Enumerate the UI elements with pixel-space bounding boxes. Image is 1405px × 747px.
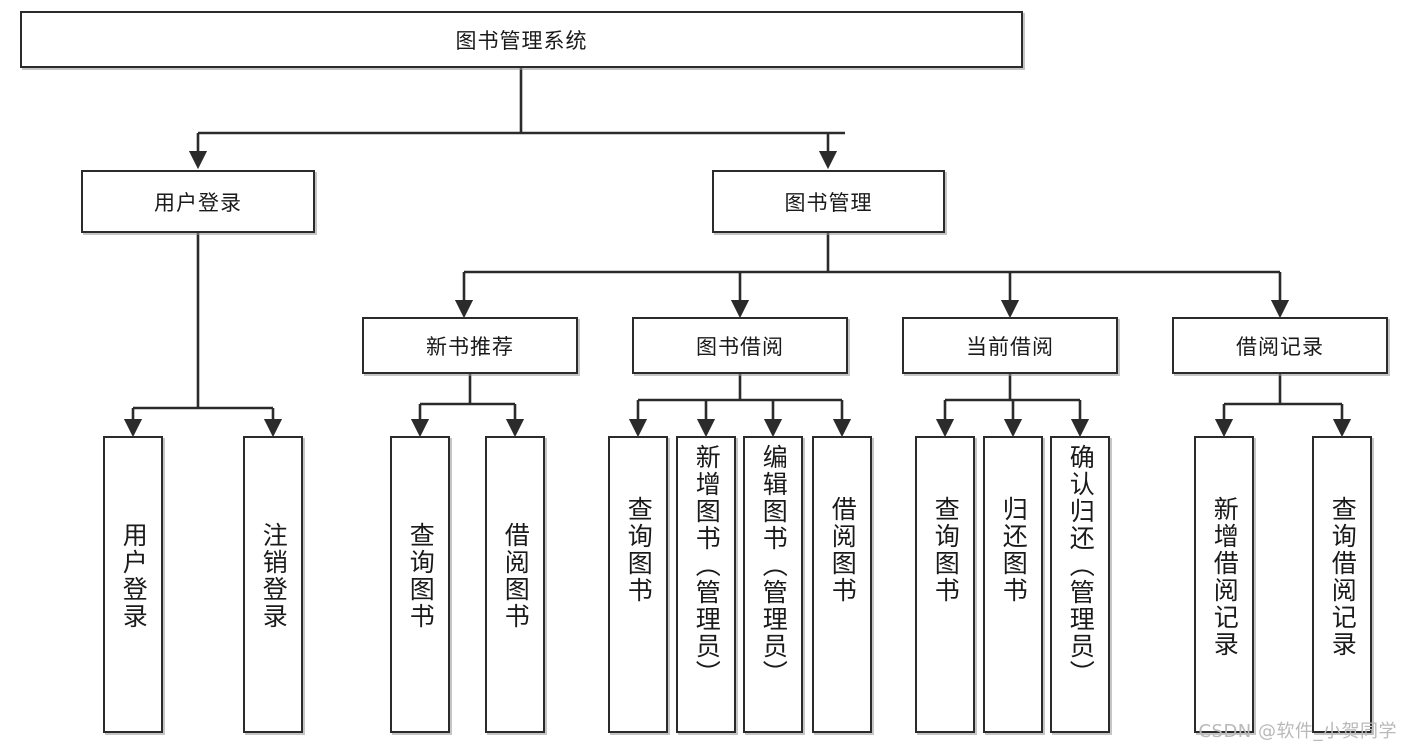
node-label: 用户登录 [154,190,242,215]
node-label: 借阅记录 [1236,334,1324,359]
leaf-borrow-add-book-admin[interactable]: 新增图书（管理员） [676,436,736,733]
node-label: 编辑图书（管理员） [759,444,789,687]
node-book-borrow[interactable]: 图书借阅 [632,317,848,374]
leaf-borrow-borrow-book[interactable]: 借阅图书 [812,436,872,733]
leaf-current-confirm-return-admin[interactable]: 确认归还（管理员） [1050,436,1110,733]
leaf-borrow-edit-book-admin[interactable]: 编辑图书（管理员） [743,436,803,733]
leaf-user-login[interactable]: 用户登录 [103,436,163,733]
node-label: 图书管理系统 [455,28,588,53]
node-user-login[interactable]: 用户登录 [81,170,315,233]
leaf-record-add-record[interactable]: 新增借阅记录 [1194,436,1254,733]
node-label: 查询图书 [931,496,961,604]
node-new-book-recommend[interactable]: 新书推荐 [362,317,578,374]
node-label: 查询借阅记录 [1328,496,1358,658]
leaf-current-query-book[interactable]: 查询图书 [915,436,975,733]
node-label: 借阅图书 [501,522,531,630]
leaf-current-return-book[interactable]: 归还图书 [983,436,1043,733]
node-label: 查询图书 [624,496,654,604]
node-label: 借阅图书 [828,496,858,604]
node-current-borrow[interactable]: 当前借阅 [902,317,1118,374]
csdn-watermark: CSDN @软件_小贺同学 [1198,721,1397,742]
node-borrow-record[interactable]: 借阅记录 [1172,317,1388,374]
node-label: 归还图书 [999,496,1029,604]
node-label: 新增借阅记录 [1210,496,1240,658]
node-label: 注销登录 [259,522,289,630]
node-label: 图书管理 [784,190,873,215]
leaf-borrow-query-book[interactable]: 查询图书 [608,436,668,733]
node-label: 查询图书 [406,522,436,630]
node-label: 确认归还（管理员） [1066,444,1096,687]
node-book-management[interactable]: 图书管理 [712,170,945,233]
leaf-recommend-borrow-book[interactable]: 借阅图书 [485,436,545,733]
node-label: 用户登录 [119,522,149,630]
leaf-recommend-query-book[interactable]: 查询图书 [390,436,450,733]
node-label: 新增图书（管理员） [692,444,722,687]
leaf-record-query-record[interactable]: 查询借阅记录 [1312,436,1372,733]
leaf-user-logout[interactable]: 注销登录 [243,436,303,733]
node-label: 新书推荐 [426,334,514,359]
node-label: 当前借阅 [966,334,1054,359]
node-root-system[interactable]: 图书管理系统 [20,11,1023,68]
node-label: 图书借阅 [696,334,784,359]
